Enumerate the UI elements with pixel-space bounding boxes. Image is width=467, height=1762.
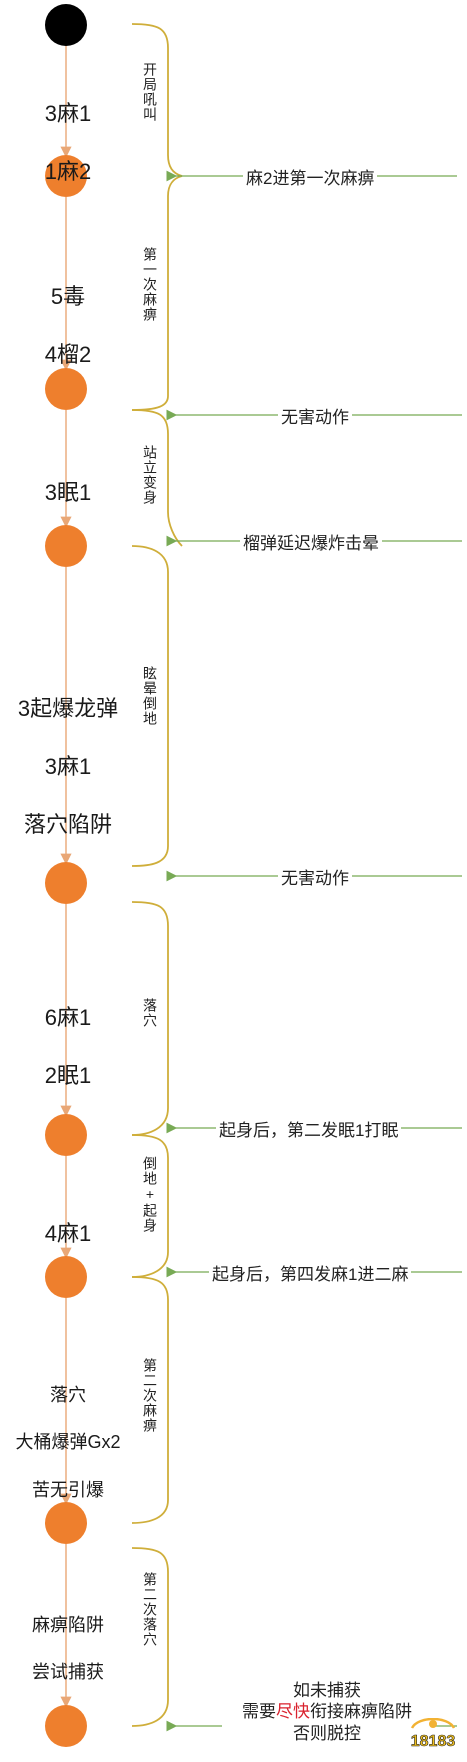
phase-bracket [131,901,169,1136]
step-line: 尝试捕获 [32,1662,104,1683]
phase-label: 落穴 [142,998,158,1028]
phase-label: 站立变身 [142,445,158,505]
node [45,1256,87,1298]
step-line: 大桶爆弹Gx2 [15,1432,121,1453]
final-note-line: 需要尽快衔接麻痹陷阱 [222,1701,432,1722]
note-label: 麻2进第一次麻痹 [243,164,378,189]
step-label: 麻痹陷阱 尝试捕获 [0,1590,136,1709]
step-line: 6麻1 [44,1005,92,1031]
step-label: 5毒 4榴2 [8,253,128,398]
step-label: 3起爆龙弹 3麻1 落穴陷阱 [0,665,136,868]
step-line: 3麻1 [44,754,92,780]
step-line: 5毒 [50,284,86,310]
step-line: 1麻2 [44,159,92,185]
node [45,155,87,197]
node [45,1502,87,1544]
note-label: 榴弹延迟爆炸击晕 [240,529,382,554]
phase-label: 眩晕倒地 [142,666,158,726]
node [45,525,87,567]
phase-bracket [131,1134,169,1278]
step-line: 3起爆龙弹 [17,696,119,722]
final-note-line: 否则脱控 [293,1723,361,1743]
step-line: 落穴陷阱 [23,812,112,838]
phase-label: 开局吼叫 [142,62,158,122]
note-label: 无害动作 [278,864,352,889]
step-line: 3麻1 [44,101,92,127]
step-line: 麻痹陷阱 [32,1614,104,1635]
step-label: 落穴 大桶爆弹Gx2 苦无引爆 [0,1360,136,1526]
node [45,368,87,410]
start-node [45,4,87,46]
node [45,862,87,904]
phase-label: 倒地+起身 [142,1156,158,1233]
watermark-text: 18183 [411,1733,456,1750]
step-label: 3眠1 [8,449,128,536]
watermark-logo: 18183 [410,1718,456,1750]
step-line: 苦无引爆 [32,1479,104,1500]
step-line: 落穴 [50,1384,86,1405]
final-note-line: 如未捕获 [293,1681,361,1700]
note-label: 起身后，第四发麻1进二麻 [209,1260,412,1285]
end-node [45,1705,87,1747]
note-label: 起身后，第二发眠1打眠 [216,1116,402,1141]
phase-bracket [131,545,169,867]
step-line: 4麻1 [44,1221,92,1247]
phase-label: 第一次麻痹 [142,247,158,322]
node [45,1114,87,1156]
step-line: 3眠1 [44,480,92,506]
phase-label: 第二次麻痹 [142,1358,158,1433]
final-note-text: 需要 [242,1702,276,1722]
step-label: 4麻1 [8,1190,128,1277]
final-note-highlight: 尽快 [276,1702,310,1722]
note-label: 无害动作 [278,403,352,428]
step-line: 2眠1 [44,1063,92,1089]
phase-bracket [131,1276,169,1524]
final-note: 如未捕获 需要尽快衔接麻痹陷阱 否则脱控 [222,1680,432,1744]
step-line: 4榴2 [44,342,92,368]
phase-label: 第二次落穴 [142,1572,158,1647]
step-label: 6麻1 2眠1 [8,974,128,1119]
phase-bracket [131,1547,169,1727]
step-label: 3麻1 1麻2 [8,70,128,215]
final-note-text: 衔接麻痹陷阱 [310,1702,412,1722]
